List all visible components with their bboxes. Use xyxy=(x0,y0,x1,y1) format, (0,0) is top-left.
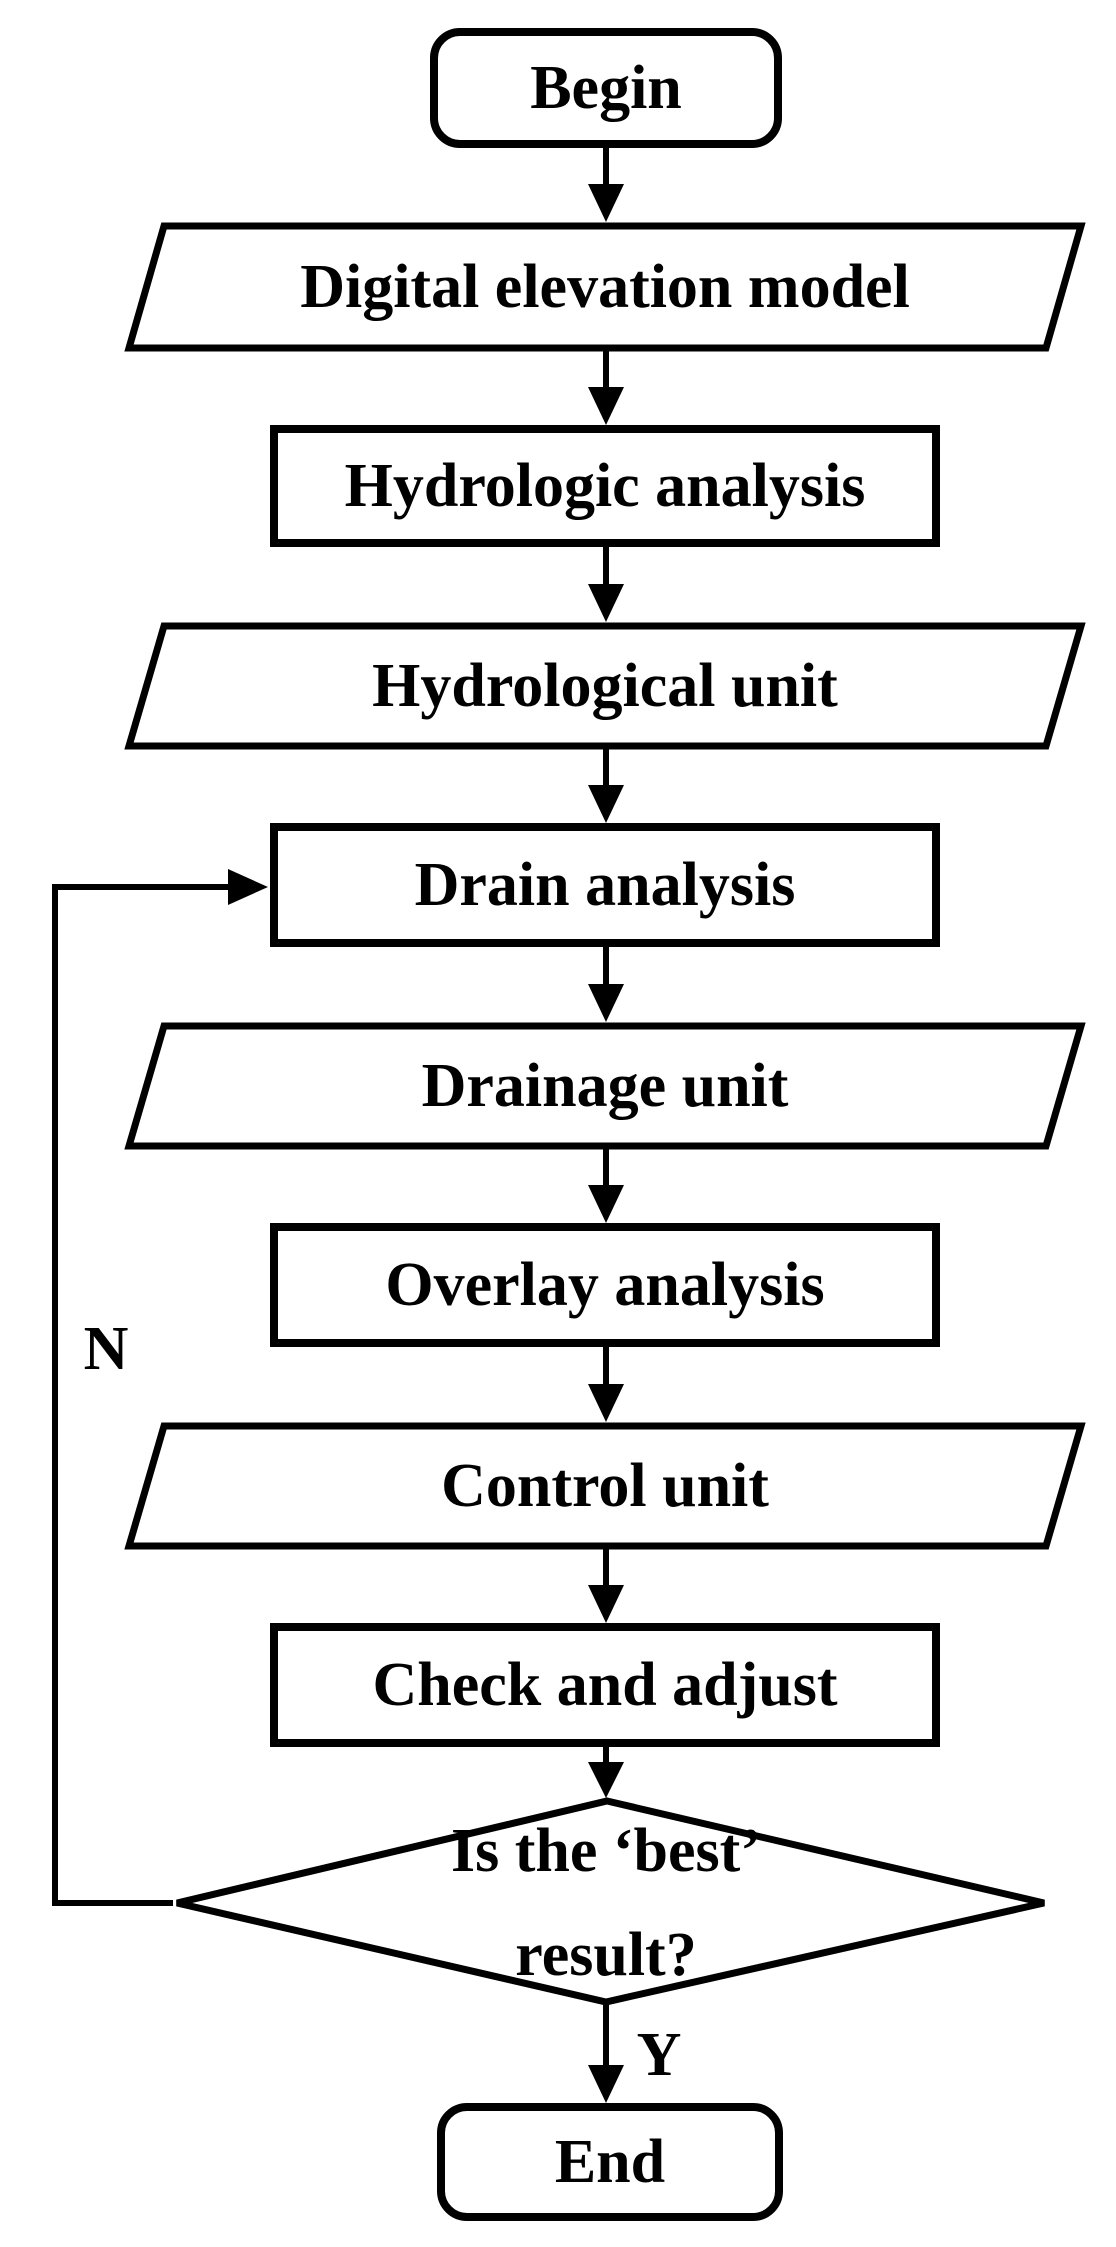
arrow-hydrologic-to-hydrounit-head xyxy=(588,584,624,622)
loop-no-polyline xyxy=(52,884,232,1906)
node-dem-shape xyxy=(124,222,1086,352)
arrow-drainage-to-overlay-head xyxy=(588,1185,624,1223)
arrow-control-to-check-head xyxy=(588,1585,624,1623)
node-control-unit-shape xyxy=(124,1422,1086,1550)
arrow-drain-to-drainage-head xyxy=(588,984,624,1022)
node-drainage-unit-shape xyxy=(124,1022,1086,1150)
node-check-and-adjust-shape xyxy=(270,1623,940,1747)
node-begin-shape xyxy=(430,28,782,148)
node-hydrologic-analysis-shape xyxy=(270,425,940,547)
node-hydrological-unit-shape xyxy=(124,622,1086,750)
arrow-hydrounit-to-drain-head xyxy=(588,785,624,823)
node-decision-shape xyxy=(176,1797,1045,2006)
arrow-dem-to-hydrologic-head xyxy=(588,387,624,425)
arrow-begin-to-dem-head xyxy=(588,184,624,222)
node-overlay-analysis-shape xyxy=(270,1223,940,1347)
node-end-shape xyxy=(437,2103,783,2221)
arrow-overlay-to-control-head xyxy=(588,1384,624,1422)
arrow-decision-to-end-head xyxy=(588,2065,624,2103)
node-drain-analysis-shape xyxy=(270,823,940,947)
arrow-check-to-decision-head xyxy=(588,1762,624,1798)
loop-no-arrowhead xyxy=(228,869,268,905)
